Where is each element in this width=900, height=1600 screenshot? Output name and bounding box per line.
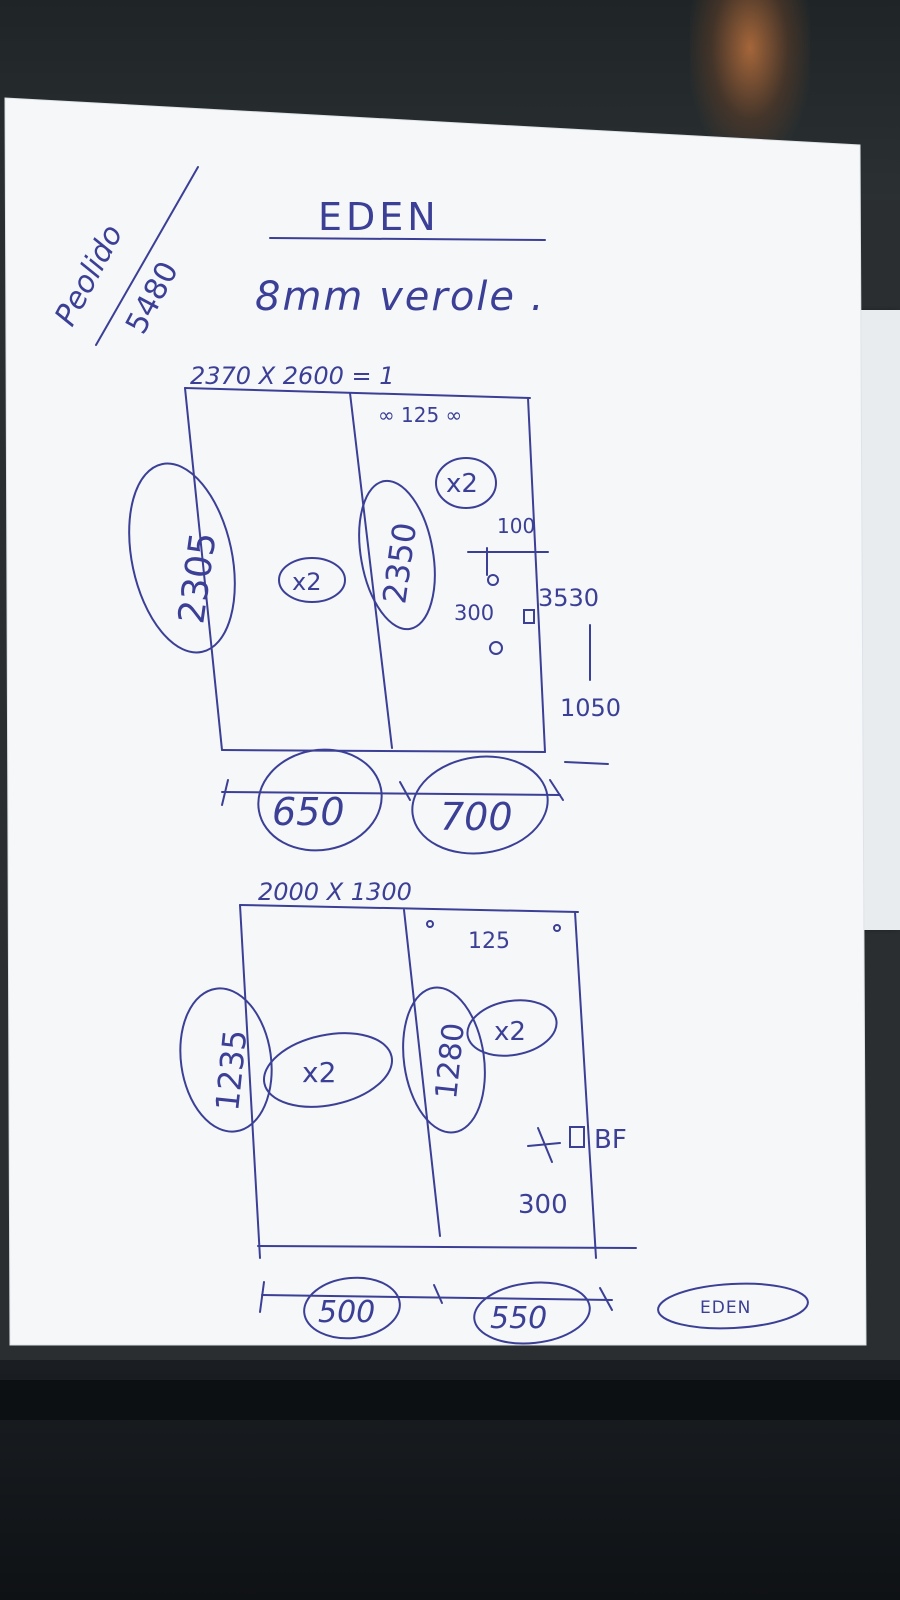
paper — [4, 97, 867, 1346]
ink-strokes — [95, 166, 809, 1345]
sketch2-width-right: 550 — [490, 1301, 547, 1336]
sketch1-dim-3530: 3530 — [538, 584, 599, 612]
sketch2-caption: 2000 X 1300 — [258, 878, 412, 906]
sketch1-top-note: ∞ 125 ∞ — [378, 403, 462, 427]
sketch1-left-qty: x2 — [292, 568, 321, 596]
sketch2-top-note: 125 — [468, 929, 510, 954]
table-edge — [0, 1380, 900, 1420]
sketch1-caption: 2370 X 2600 = 1 — [190, 362, 395, 390]
sketch2-width-left: 500 — [318, 1295, 375, 1330]
sketch1-width-left: 650 — [272, 790, 345, 834]
sketch1-dim-300: 300 — [454, 601, 494, 625]
sketch1-dim-1050: 1050 — [560, 694, 621, 722]
sketch2-bf-label: BF — [594, 1125, 627, 1155]
sketch2-height-left: 1235 — [208, 1028, 254, 1113]
sketch2-dim-300: 300 — [518, 1190, 568, 1220]
sketch2-height-right: 1280 — [429, 1021, 472, 1101]
sketch2-right-qty: x2 — [494, 1017, 526, 1047]
sketch1-width-right: 700 — [440, 795, 513, 839]
sketch2-left-qty: x2 — [302, 1056, 336, 1089]
page-title: EDEN — [318, 195, 440, 239]
background-object — [690, 0, 810, 160]
page-subtitle: 8mm verole . — [255, 274, 545, 320]
brand-stamp: EDEN — [700, 1298, 751, 1318]
sketch1-dim-100: 100 — [497, 514, 535, 538]
sketch1-right-qty: x2 — [446, 469, 478, 499]
